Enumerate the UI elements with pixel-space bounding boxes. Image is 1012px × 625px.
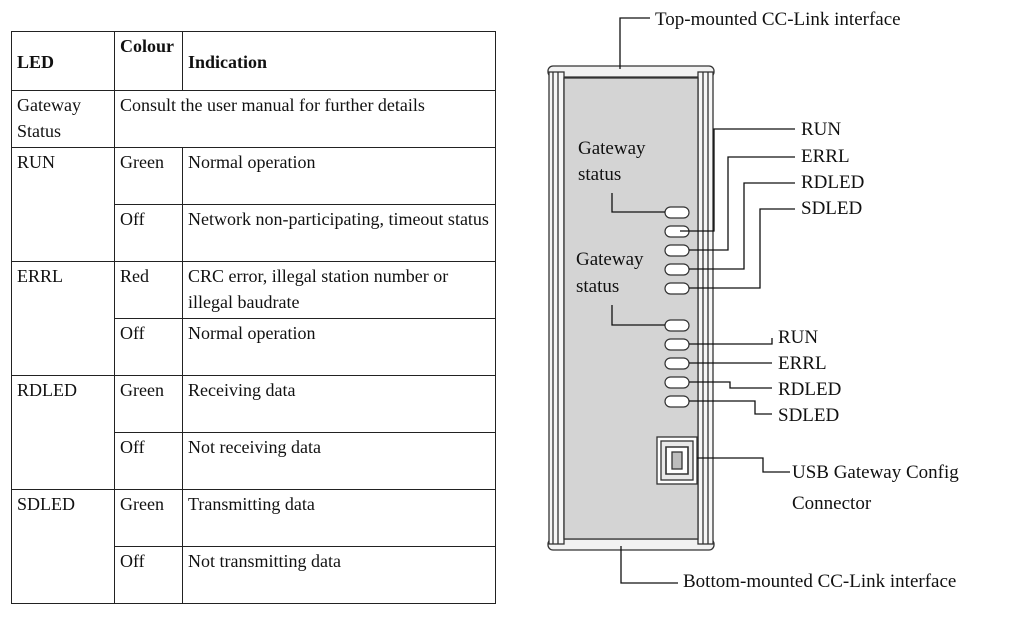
indication-cell: Not transmitting data <box>182 546 496 604</box>
indication-cell: Transmitting data <box>182 489 496 547</box>
led-table: LED Colour Indication Gateway Status Con… <box>11 31 496 604</box>
header-led: LED <box>11 31 115 91</box>
indication-cell: Network non-participating, timeout statu… <box>182 204 496 262</box>
led-light <box>664 206 690 219</box>
upper-gateway-label-line1: Gateway <box>578 138 646 159</box>
table-row-gateway: Gateway Status Consult the user manual f… <box>11 90 496 148</box>
indication-cell: Not receiving data <box>182 432 496 490</box>
table-row: Off Normal operation <box>12 318 496 376</box>
table-header-row: LED Colour Indication <box>11 31 496 91</box>
led-name-run: RUN <box>11 147 115 262</box>
top-interface-label: Top-mounted CC-Link interface <box>655 9 901 30</box>
lower-led-label-rdled: RDLED <box>778 379 842 400</box>
indication-cell: Normal operation <box>182 147 496 205</box>
led-light <box>664 244 690 257</box>
header-colour: Colour <box>114 31 183 91</box>
upper-gateway-label-line2: status <box>578 164 622 185</box>
colour-cell: Off <box>114 318 183 376</box>
colour-cell: Green <box>114 375 183 433</box>
led-light <box>664 395 690 408</box>
led-name-sdled: SDLED <box>11 489 115 604</box>
upper-led-label-run: RUN <box>801 119 842 140</box>
table-row: SDLED Green Transmitting data <box>11 489 496 604</box>
lower-led-label-sdled: SDLED <box>778 405 840 426</box>
indication-cell: Normal operation <box>182 318 496 376</box>
table-row: Off Not transmitting data <box>12 546 496 604</box>
indication-cell: Receiving data <box>182 375 496 433</box>
upper-led-label-rdled: RDLED <box>801 172 865 193</box>
colour-cell: Off <box>114 546 183 604</box>
led-name-gateway: Gateway Status <box>11 90 115 148</box>
leader-lines <box>611 17 795 584</box>
led-light <box>664 319 690 332</box>
led-name-errl: ERRL <box>11 261 115 376</box>
led-light <box>664 376 690 389</box>
gateway-note: Consult the user manual for further deta… <box>114 90 496 148</box>
bottom-interface-label: Bottom-mounted CC-Link interface <box>683 571 957 592</box>
usb-label-line2: Connector <box>792 493 872 514</box>
colour-cell: Green <box>114 489 183 547</box>
led-light <box>664 282 690 295</box>
led-lights <box>664 206 690 408</box>
lower-led-label-run: RUN <box>778 327 819 348</box>
lower-led-label-errl: ERRL <box>778 353 827 374</box>
lower-gateway-label-line2: status <box>576 276 620 297</box>
usb-label-line1: USB Gateway Config <box>792 462 959 483</box>
table-row: Off Not receiving data <box>12 432 496 490</box>
table-row: RUN Green Normal operation <box>11 147 496 262</box>
led-light <box>664 357 690 370</box>
upper-led-label-sdled: SDLED <box>801 198 863 219</box>
lower-gateway-label-line1: Gateway <box>576 249 644 270</box>
table-row: RDLED Green Receiving data <box>11 375 496 490</box>
led-name-rdled: RDLED <box>11 375 115 490</box>
upper-led-label-errl: ERRL <box>801 146 850 167</box>
usb-connector <box>656 436 698 485</box>
led-light <box>664 263 690 276</box>
table-row: Off Network non-participating, timeout s… <box>12 204 496 262</box>
colour-cell: Green <box>114 147 183 205</box>
led-light <box>664 338 690 351</box>
